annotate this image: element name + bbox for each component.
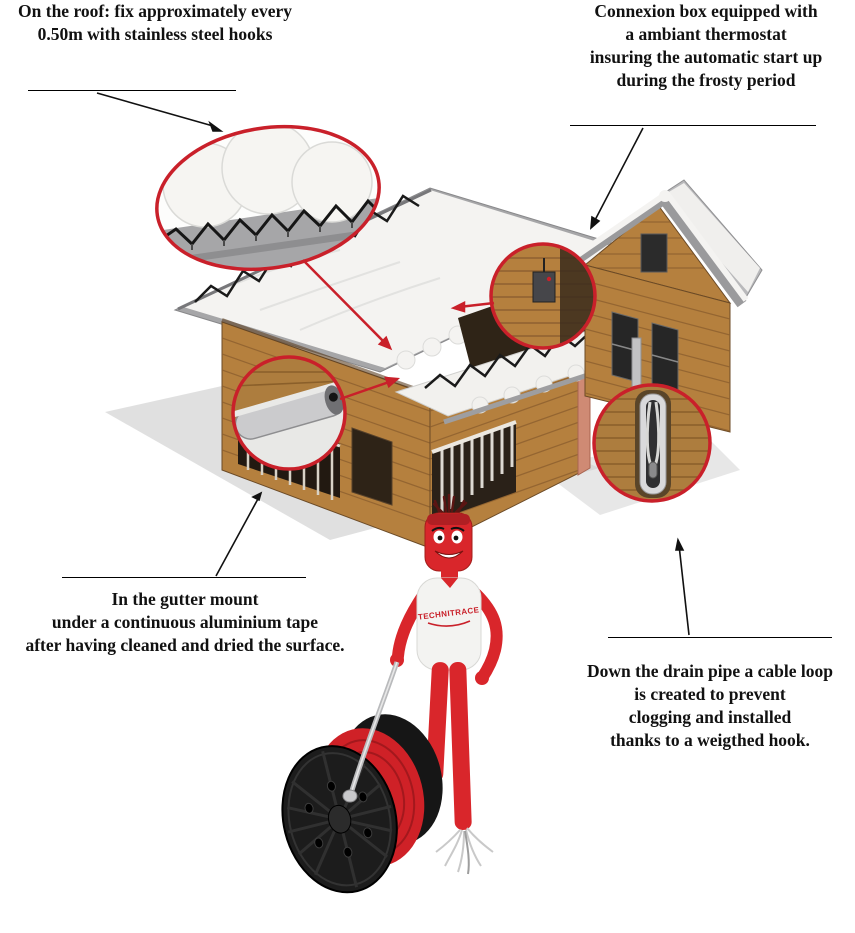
frayed-cable-end	[435, 827, 494, 875]
drainpipe-callout	[592, 383, 712, 503]
right-wing	[569, 179, 763, 433]
annotation-roof-text: On the roof: fix approximately every 0.5…	[18, 1, 292, 45]
mascot-shirt: TECHNITRACE	[416, 577, 482, 671]
annotation-connexion-underline	[570, 125, 816, 126]
mascot-head	[424, 512, 473, 572]
cable-hooks	[191, 222, 353, 250]
annotation-roof-underline	[28, 90, 236, 91]
gutter-callout	[231, 355, 347, 471]
annotation-gutter-underline	[62, 577, 306, 578]
mascot-right-leg	[435, 662, 494, 875]
annotation-drain-text: Down the drain pipe a cable loop is crea…	[587, 661, 833, 751]
wire-hair	[432, 493, 468, 516]
gable-window	[640, 233, 668, 273]
right-arm	[470, 588, 503, 684]
annotation-arrows	[96, 92, 690, 636]
door	[351, 427, 393, 506]
cable-in-gutter	[328, 392, 338, 402]
weighted-hook	[648, 461, 658, 479]
thermostat-box	[532, 271, 556, 303]
callout-arrows	[302, 259, 495, 401]
spool-axle	[342, 789, 358, 803]
connexion-callout	[489, 242, 597, 350]
annotation-connexion-text: Connexion box equipped with a ambiant th…	[589, 1, 823, 91]
cable-spool	[281, 661, 443, 894]
annotation-drain-underline	[608, 637, 832, 638]
annotation-gutter-text: In the gutter mount under a continuous a…	[25, 589, 345, 656]
